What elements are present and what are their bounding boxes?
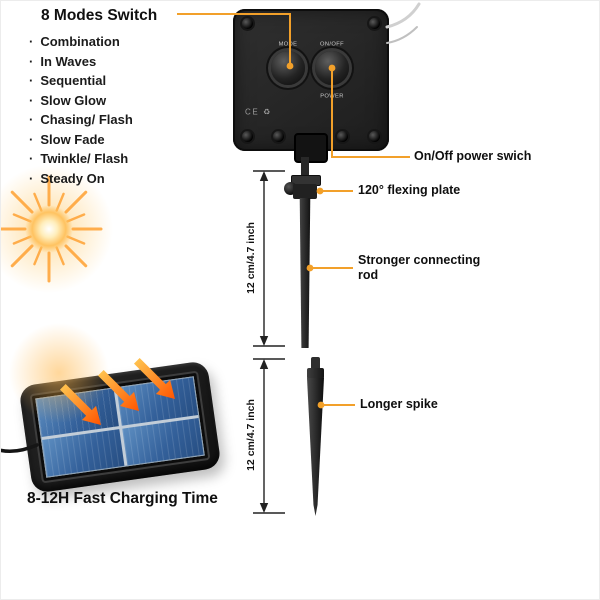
mode-list-item: · Chasing/ Flash: [29, 110, 157, 130]
solar-panel-frame: [29, 370, 211, 484]
solar-cell: [41, 428, 124, 477]
modes-list: · Combination · In Waves · Sequential · Slow…: [29, 32, 157, 188]
onoff-knob-label: ON/OFF: [320, 40, 344, 47]
spike-collar: [307, 368, 324, 379]
bullet: ·: [29, 92, 34, 108]
device-wires: [385, 2, 421, 44]
power-print-label: POWER: [320, 92, 344, 99]
mode-label: Sequential: [40, 73, 107, 88]
mode-list-item: · Twinkle/ Flash: [29, 149, 157, 169]
rod-dimension-label: 12 cm/4.7 inch: [245, 222, 257, 294]
mode-list-item: · Sequential: [29, 71, 157, 91]
mode-list-item: · Slow Glow: [29, 91, 157, 111]
solar-cells-grid: [35, 376, 205, 478]
mode-list-item: · In Waves: [29, 52, 157, 72]
mode-knob: [271, 51, 305, 85]
bullet: ·: [29, 53, 34, 69]
power-knob: [315, 51, 349, 85]
screw-icon: [369, 131, 380, 142]
callout-flexing-plate: 120° flexing plate: [358, 183, 461, 197]
solar-cell: [36, 388, 119, 437]
mode-knob-label: MODE: [278, 40, 298, 47]
bullet: ·: [29, 34, 34, 49]
screw-icon: [337, 131, 348, 142]
bullet: ·: [29, 151, 34, 166]
solar-cell: [116, 377, 199, 426]
charging-caption: 8-12H Fast Charging Time: [27, 490, 218, 507]
bullet: ·: [29, 170, 34, 186]
callout-power-switch: On/Off power swich: [414, 149, 532, 163]
bullet: ·: [29, 73, 34, 88]
dimension-lines: [253, 170, 285, 514]
mode-label: Twinkle/ Flash: [40, 151, 129, 166]
modes-panel: 8 Modes Switch · Combination · In Waves · S…: [29, 3, 157, 188]
screw-icon: [369, 18, 380, 29]
bullet: ·: [29, 112, 34, 127]
flexing-plate-body: [293, 184, 317, 199]
mode-label: Steady On: [40, 170, 105, 186]
screw-icon: [242, 18, 253, 29]
dimension-arrowheads: [259, 171, 269, 513]
callout-connecting-rod: Stronger connecting rod: [358, 253, 481, 282]
solar-panel: [18, 360, 222, 494]
mode-label: In Waves: [40, 53, 97, 69]
modes-title: 8 Modes Switch: [41, 7, 158, 24]
certification-marks: CE ♻: [245, 108, 272, 117]
mount-stem: [301, 157, 309, 177]
solar-cell: [121, 417, 204, 466]
mode-label: Chasing/ Flash: [40, 112, 133, 127]
spike-cap: [311, 357, 320, 370]
mode-list-item: · Steady On: [29, 169, 157, 189]
screw-icon: [242, 131, 253, 142]
connecting-rod: [299, 198, 311, 348]
ground-spike: [307, 378, 324, 516]
mount-tab: [294, 133, 328, 163]
mode-label: Slow Fade: [40, 131, 105, 147]
mode-label: Slow Glow: [40, 92, 107, 108]
spike-dimension-label: 12 cm/4.7 inch: [245, 399, 257, 471]
mode-label: Combination: [40, 34, 120, 49]
callout-longer-spike: Longer spike: [360, 397, 438, 411]
mode-list-item: · Combination: [29, 32, 157, 52]
bullet: ·: [29, 131, 34, 147]
mode-list-item: · Slow Fade: [29, 130, 157, 150]
controller-box: MODE ON/OFF POWER CE ♻: [233, 9, 389, 163]
screw-icon: [273, 131, 284, 142]
